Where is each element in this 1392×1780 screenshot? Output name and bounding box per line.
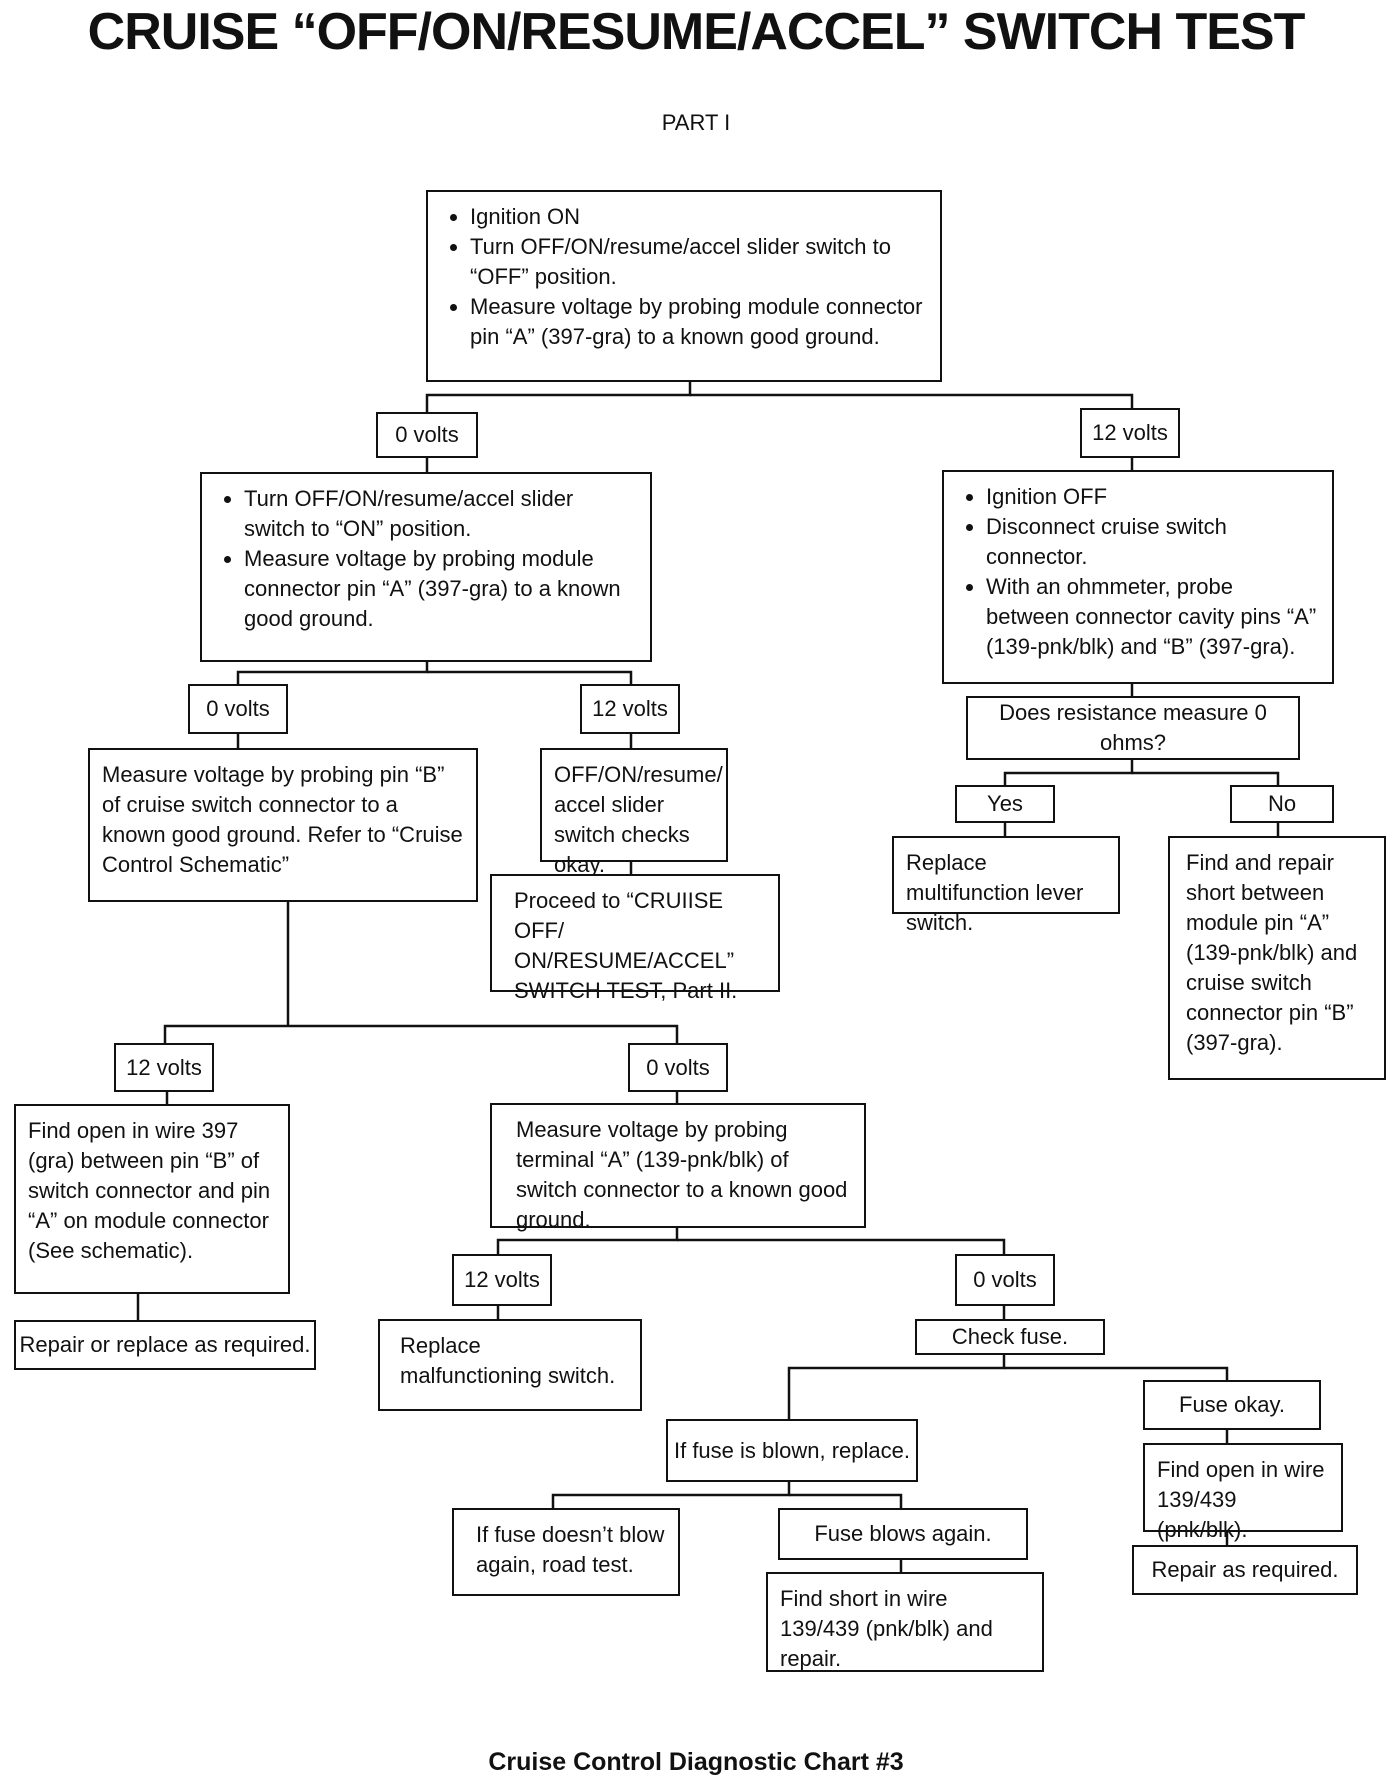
start-step-box: Ignition ON Turn OFF/ON/resume/accel sli… <box>426 190 942 382</box>
check-fuse-box: Check fuse. <box>915 1319 1105 1355</box>
result-12-volts: 12 volts <box>1080 408 1180 458</box>
result-12-volts: 12 volts <box>452 1254 552 1306</box>
connector-line <box>1003 760 1134 785</box>
step-item: Turn OFF/ON/resume/accel slider switch t… <box>244 484 638 544</box>
fuse-okay-box: Fuse okay. <box>1143 1380 1321 1430</box>
step-item: Measure voltage by probing module connec… <box>470 292 928 352</box>
step-item: Measure voltage by probing module connec… <box>244 544 638 634</box>
connector-line <box>551 1482 791 1508</box>
replace-switch-box: Replace malfunctioning switch. <box>378 1319 642 1411</box>
connector-line <box>496 1228 679 1254</box>
connector-line <box>427 670 633 684</box>
proceed-part-ii-box: Proceed to “CRUIISE OFF/ ON/RESUME/ACCEL… <box>490 874 780 1003</box>
answer-no: No <box>1230 785 1334 823</box>
result-0-volts: 0 volts <box>188 684 288 734</box>
answer-yes: Yes <box>955 785 1055 823</box>
connector-line <box>789 1493 903 1508</box>
repair-or-replace-box: Repair or replace as required. <box>14 1320 316 1370</box>
on-position-test-box: Turn OFF/ON/resume/accel slider switch t… <box>200 472 652 662</box>
part-label: PART I <box>661 110 731 135</box>
result-12-volts: 12 volts <box>114 1043 214 1092</box>
result-0-volts: 0 volts <box>376 412 478 458</box>
step-item: With an ohmmeter, probe between connecto… <box>986 572 1320 662</box>
ignition-off-box: Ignition OFF Disconnect cruise switch co… <box>942 470 1334 684</box>
result-0-volts: 0 volts <box>955 1254 1055 1306</box>
fuse-blows-again-box: Fuse blows again. <box>778 1508 1028 1560</box>
find-short-wire-139-box: Find short in wire 139/439 (pnk/blk) and… <box>766 1572 1044 1672</box>
connector-line <box>236 662 429 684</box>
resistance-question-box: Does resistance measure 0 ohms? <box>966 696 1300 760</box>
connector-line <box>1004 1366 1229 1380</box>
chart-title: CRUISE “OFF/ON/RESUME/ACCEL” SWITCH TEST <box>87 3 1306 61</box>
step-item: Ignition OFF <box>986 482 1320 512</box>
find-open-wire-397-box: Find open in wire 397 (gra) between pin … <box>14 1104 290 1294</box>
connector-line <box>787 1355 1006 1419</box>
step-item: Turn OFF/ON/resume/accel slider switch t… <box>470 232 928 292</box>
probe-pin-b-box: Measure voltage by probing pin “B” of cr… <box>88 748 478 902</box>
connector-line <box>677 1238 1006 1254</box>
connector-line <box>690 393 1134 408</box>
find-open-wire-139-box: Find open in wire 139/439 (pnk/blk). <box>1143 1443 1343 1542</box>
slider-ok-box: OFF/ON/resume/ accel slider switch check… <box>540 748 728 877</box>
connector-line <box>425 382 692 412</box>
result-12-volts: 12 volts <box>580 684 680 734</box>
find-repair-short-box: Find and repair short between module pin… <box>1168 836 1386 1080</box>
replace-lever-switch-box: Replace multifunction lever switch. <box>892 836 1120 935</box>
result-0-volts: 0 volts <box>628 1043 728 1092</box>
fuse-blown-box: If fuse is blown, replace. <box>666 1419 918 1482</box>
repair-as-required-box: Repair as required. <box>1132 1545 1358 1595</box>
connector-line <box>1132 771 1280 785</box>
fuse-no-blow-box: If fuse doesn’t blow again, road test. <box>452 1508 680 1596</box>
step-item: Ignition ON <box>470 202 928 232</box>
chart-caption: Cruise Control Diagnostic Chart #3 <box>488 1748 904 1776</box>
step-item: Disconnect cruise switch connector. <box>986 512 1320 572</box>
probe-terminal-a-box: Measure voltage by probing terminal “A” … <box>490 1103 866 1232</box>
connector-line <box>163 1024 679 1043</box>
